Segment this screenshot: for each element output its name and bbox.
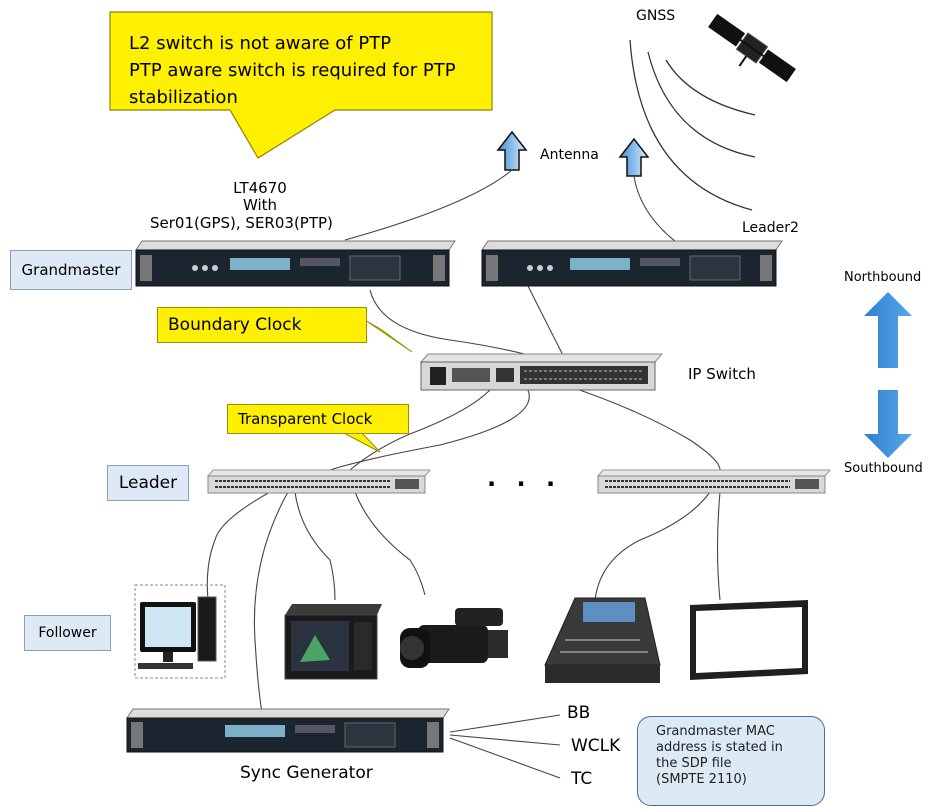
antenna-label: Antenna (540, 147, 599, 163)
note-line: (SMPTE 2110) (656, 772, 747, 787)
note-line: Grandmaster MAC (656, 724, 775, 739)
boundary-clock-box: Boundary Clock (157, 307, 367, 343)
southbound-label: Southbound (844, 461, 923, 476)
device-model: LT4670 (233, 179, 287, 197)
grandmaster-box: Grandmaster (10, 250, 132, 290)
camcorder-icon (400, 608, 508, 668)
antenna-icon (618, 137, 650, 177)
grandmaster-device-label: LT4670 With (195, 180, 325, 214)
note-line: the SDP file (656, 756, 732, 771)
callout-line: L2 switch is not aware of PTP (129, 33, 392, 54)
network-cables (206, 169, 721, 779)
callout-line: stabilization (129, 87, 238, 108)
grandmaster-device (135, 240, 456, 287)
northbound-arrow (864, 292, 912, 368)
sync-generator-device (126, 708, 450, 753)
output-bb: BB (567, 703, 591, 723)
leader2-label: Leader2 (742, 220, 799, 236)
leader-box: Leader (107, 465, 189, 501)
device-with: With (242, 196, 278, 214)
callout-line: PTP aware switch is required for PTP (129, 60, 456, 81)
gnss-label: GNSS (636, 8, 676, 24)
leader2-device (481, 240, 783, 287)
sync-generator-label: Sync Generator (240, 763, 373, 783)
southbound-arrow (864, 390, 912, 458)
follower-box: Follower (24, 615, 111, 651)
gnss-signal-waves (629, 39, 756, 211)
output-wclk: WCLK (571, 736, 621, 756)
sdp-note: Grandmaster MAC address is stated in the… (637, 716, 825, 806)
boundary-clock-pointer (364, 319, 413, 353)
output-tc: TC (571, 769, 593, 789)
antenna-icon (496, 130, 528, 171)
ellipsis-label: . . . (487, 464, 562, 492)
transparent-clock-box: Transparent Clock (227, 404, 409, 434)
monitor-icon (690, 600, 808, 680)
ptp-callout-text: L2 switch is not aware of PTP PTP aware … (129, 30, 456, 111)
ptp-callout (109, 11, 493, 159)
leader-switch-device (206, 469, 432, 494)
device-options: Ser01(GPS), SER03(PTP) (150, 214, 333, 232)
ip-switch-label: IP Switch (688, 365, 756, 383)
waveform-monitor-icon (284, 604, 382, 680)
audio-mixer-icon (544, 597, 661, 683)
note-line: address is stated in (656, 740, 783, 755)
northbound-label: Northbound (844, 270, 922, 285)
computer-icon (134, 584, 226, 679)
ip-switch-device (419, 353, 664, 391)
satellite-icon (708, 13, 796, 83)
switch-device (596, 469, 832, 494)
transparent-clock-pointer (339, 430, 381, 453)
